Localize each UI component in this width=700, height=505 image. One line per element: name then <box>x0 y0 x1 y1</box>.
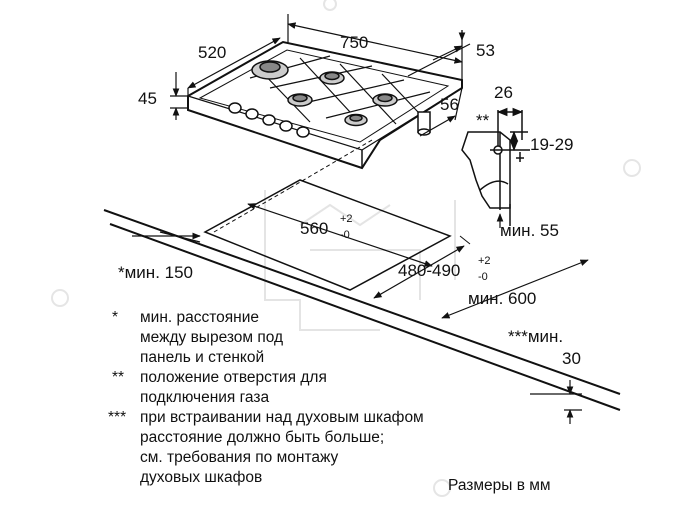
note-1-line-1: мин. расстояние <box>140 309 259 326</box>
dim-cutout-width-tol-minus: -0 <box>340 229 350 241</box>
dim-min-30-label: ***мин. <box>508 327 563 346</box>
dim-min-55: мин. 55 <box>500 221 559 240</box>
note-2-line-1: положение отверстия для <box>140 369 327 386</box>
bracket-note-mark: ** <box>476 111 490 130</box>
dim-height-45: 45 <box>138 89 157 108</box>
dim-cutout-depth-tol-minus: -0 <box>478 271 488 283</box>
dim-min-600: мин. 600 <box>468 289 536 308</box>
dim-min-30-value: 30 <box>562 349 581 368</box>
dim-cutout-width: 560 <box>300 219 328 238</box>
dim-offset-53: 53 <box>476 41 495 60</box>
note-1-mark: * <box>112 309 118 326</box>
control-knobs <box>228 102 310 138</box>
notes: * мин. расстояние между вырезом под пане… <box>108 309 424 486</box>
note-3-line-1: при встраивании над духовым шкафом <box>140 409 424 426</box>
cutout-dimension-lines <box>132 203 589 424</box>
dim-bracket-range: 19-29 <box>530 135 573 154</box>
wall-bracket <box>461 107 530 226</box>
dim-cutout-depth: 480-490 <box>398 261 460 280</box>
dimension-lines <box>170 14 471 137</box>
dim-depth-520: 520 <box>198 43 226 62</box>
dim-width-750: 750 <box>340 33 368 52</box>
dim-offset-56: 56 <box>440 95 459 114</box>
dim-star-min-150: *мин. 150 <box>118 263 193 282</box>
note-3-mark: *** <box>108 409 126 426</box>
cooktop-drawing <box>187 40 463 170</box>
units-note: Размеры в мм <box>448 477 551 494</box>
note-2-mark: ** <box>112 369 124 386</box>
note-3-line-4: духовых шкафов <box>140 469 262 486</box>
gas-connector <box>417 111 431 136</box>
dim-bracket-26: 26 <box>494 83 513 102</box>
note-3-line-3: см. требования по монтажу <box>140 449 339 466</box>
dim-cutout-depth-tol-plus: +2 <box>478 255 491 267</box>
note-3-line-2: расстояние должно быть больше; <box>140 429 384 446</box>
note-2-line-2: подключения газа <box>140 389 269 406</box>
note-1-line-2: между вырезом под <box>140 329 283 346</box>
dim-cutout-width-tol-plus: +2 <box>340 213 353 225</box>
countertop <box>103 139 621 411</box>
note-1-line-3: панель и стенкой <box>140 349 264 366</box>
